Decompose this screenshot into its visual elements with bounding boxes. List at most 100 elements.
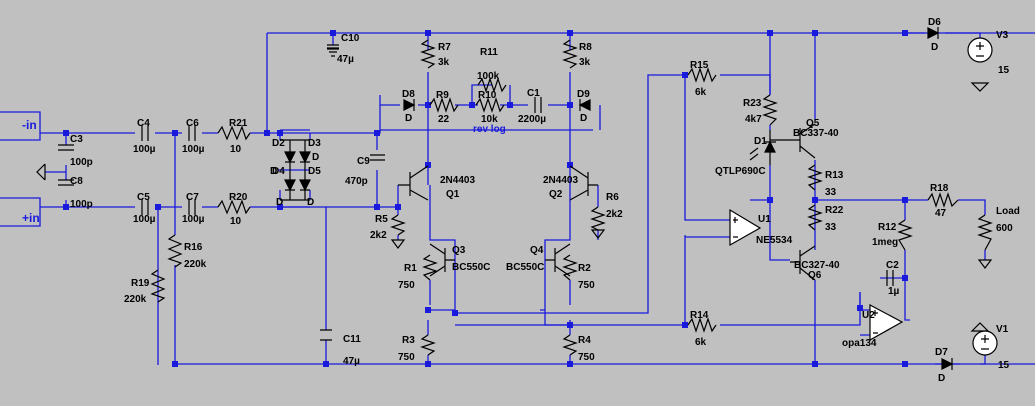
resistor-R18[interactable]: R18 47	[927, 183, 959, 219]
C9-ref: C9	[357, 156, 370, 167]
capacitor-C3[interactable]: C3 100p	[58, 134, 93, 168]
R5-ref: R5	[375, 214, 388, 225]
resistor-R20[interactable]: R20 10	[217, 192, 251, 227]
junction-dots	[63, 30, 908, 367]
diode-D9[interactable]: D9 D	[577, 89, 591, 124]
R10-ref: R10	[478, 90, 497, 101]
R18-value: 47	[935, 208, 947, 219]
diode-D8[interactable]: D8 D	[402, 89, 416, 124]
C4-value: 100µ	[133, 144, 156, 155]
U2-value: opa134	[842, 338, 877, 349]
C4-ref: C4	[137, 118, 150, 129]
R1-value: 750	[398, 280, 415, 291]
transistor-Q3[interactable]: Q3 BC550C	[429, 243, 490, 277]
C2-ref: C2	[886, 260, 899, 271]
resistor-R19[interactable]: R19 220k	[124, 269, 166, 305]
D1-value: QTLP690C	[715, 166, 766, 177]
resistor-R13[interactable]: R13 33	[807, 164, 844, 198]
transistor-Q6[interactable]: BC327-40 Q6	[790, 245, 840, 281]
resistor-R21[interactable]: R21 10	[217, 118, 251, 155]
R6-ref: R6	[606, 192, 619, 203]
resistor-R16[interactable]: R16 220k	[167, 234, 207, 270]
V3-value: 15	[998, 65, 1010, 76]
resistor-R6[interactable]: R6 2k2	[590, 192, 623, 231]
R15-value: 6k	[695, 87, 707, 98]
C8-ref: C8	[70, 176, 83, 187]
R12-ref: R12	[878, 222, 897, 233]
C3-ref: C3	[70, 134, 83, 145]
C6-value: 100µ	[182, 144, 205, 155]
V1-value: 15	[998, 360, 1010, 371]
opamp-U2[interactable]: U2 opa134	[842, 304, 904, 349]
Q6-ref: Q6	[808, 270, 822, 281]
capacitor-C7[interactable]: C7 100µ	[182, 192, 205, 225]
transistor-Q2[interactable]: 2N4403 Q2	[543, 165, 598, 201]
D9-value: D	[580, 113, 587, 124]
resistor-R23[interactable]: R23 4k7	[743, 94, 778, 126]
led-D1[interactable]: D1 QTLP690C	[715, 130, 776, 177]
D2-value: D	[270, 166, 277, 177]
resistor-R9[interactable]: R9 22	[429, 90, 459, 125]
resistor-R12[interactable]: R12 1meg	[872, 219, 913, 251]
R8-ref: R8	[579, 42, 592, 53]
capacitor-C9[interactable]: C9 470p	[345, 154, 385, 187]
resistor-R3[interactable]: R3 750	[398, 334, 436, 363]
Q4-value: BC550C	[506, 262, 544, 273]
C7-ref: C7	[186, 192, 199, 203]
D7-value: D	[938, 373, 945, 384]
Load-ref: Load	[996, 206, 1020, 217]
transistor-Q4[interactable]: Q4 BC550C	[506, 243, 571, 277]
capacitor-C11[interactable]: C11 47µ	[320, 329, 361, 367]
transistor-Q5[interactable]: Q5 BC337-40	[770, 118, 839, 159]
resistor-R10[interactable]: R10 10k rev log	[473, 90, 506, 135]
R6-value: 2k2	[606, 209, 623, 220]
capacitor-C2[interactable]: C2 1µ	[886, 260, 900, 297]
diode-D7[interactable]: D7 D	[935, 347, 954, 384]
capacitor-C5[interactable]: C5 100µ	[133, 192, 156, 225]
C9-value: 470p	[345, 176, 368, 187]
R7-ref: R7	[438, 42, 451, 53]
D8-value: D	[405, 113, 412, 124]
C1-value: 2200µ	[518, 114, 546, 125]
resistor-R2[interactable]: R2 750	[562, 254, 595, 291]
resistor-R4[interactable]: R4 750	[562, 334, 595, 363]
C11-ref: C11	[343, 334, 361, 345]
input-port-pos[interactable]: +in	[22, 211, 40, 225]
transistor-Q1[interactable]: 2N4403 Q1	[398, 165, 475, 201]
input-port-neg-label: -in	[22, 118, 37, 132]
R22-value: 33	[825, 222, 837, 233]
resistor-R1[interactable]: R1 750	[398, 254, 438, 291]
capacitor-C8[interactable]: C8 100p	[58, 176, 93, 210]
R14-ref: R14	[690, 310, 709, 321]
U2-ref: U2	[862, 310, 875, 321]
capacitor-C1[interactable]: C1 2200µ	[518, 88, 546, 125]
capacitor-C10[interactable]: C10 47µ	[327, 33, 360, 65]
resistor-Load[interactable]: Load 600	[977, 206, 1020, 251]
D4-value: D	[276, 197, 283, 208]
D2-ref: D2	[272, 138, 285, 149]
Q2-value: 2N4403	[543, 175, 578, 186]
ground-symbols	[36, 47, 993, 332]
resistor-R15[interactable]: R15 6k	[687, 60, 717, 98]
voltage-source-V1[interactable]: V1 15	[972, 324, 1010, 371]
resistor-R7[interactable]: R7 3k	[420, 39, 451, 69]
diode-bridge[interactable]: D2 D3 D4 D5 D D D D	[270, 138, 321, 208]
opamp-U1[interactable]: U1 NE5534	[729, 208, 793, 247]
voltage-source-V3[interactable]: V3 15	[967, 30, 1010, 76]
capacitor-C6[interactable]: C6 100µ	[182, 118, 205, 155]
C8-value: 100p	[70, 199, 93, 210]
R21-value: 10	[230, 144, 242, 155]
diode-D6[interactable]: D6 D	[927, 17, 941, 53]
resistor-R11[interactable]: R11 100k	[477, 47, 507, 93]
R22-ref: R22	[825, 205, 844, 216]
resistor-R5[interactable]: R5 2k2	[370, 214, 406, 241]
input-port-neg[interactable]: -in	[22, 118, 37, 132]
resistor-R14[interactable]: R14 6k	[687, 310, 717, 348]
capacitor-C4[interactable]: C4 100µ	[133, 118, 156, 155]
R13-ref: R13	[825, 170, 844, 181]
resistor-R8[interactable]: R8 3k	[562, 39, 592, 69]
D9-ref: D9	[577, 89, 590, 100]
C1-ref: C1	[527, 88, 540, 99]
resistor-R22[interactable]: R22 33	[807, 204, 844, 233]
